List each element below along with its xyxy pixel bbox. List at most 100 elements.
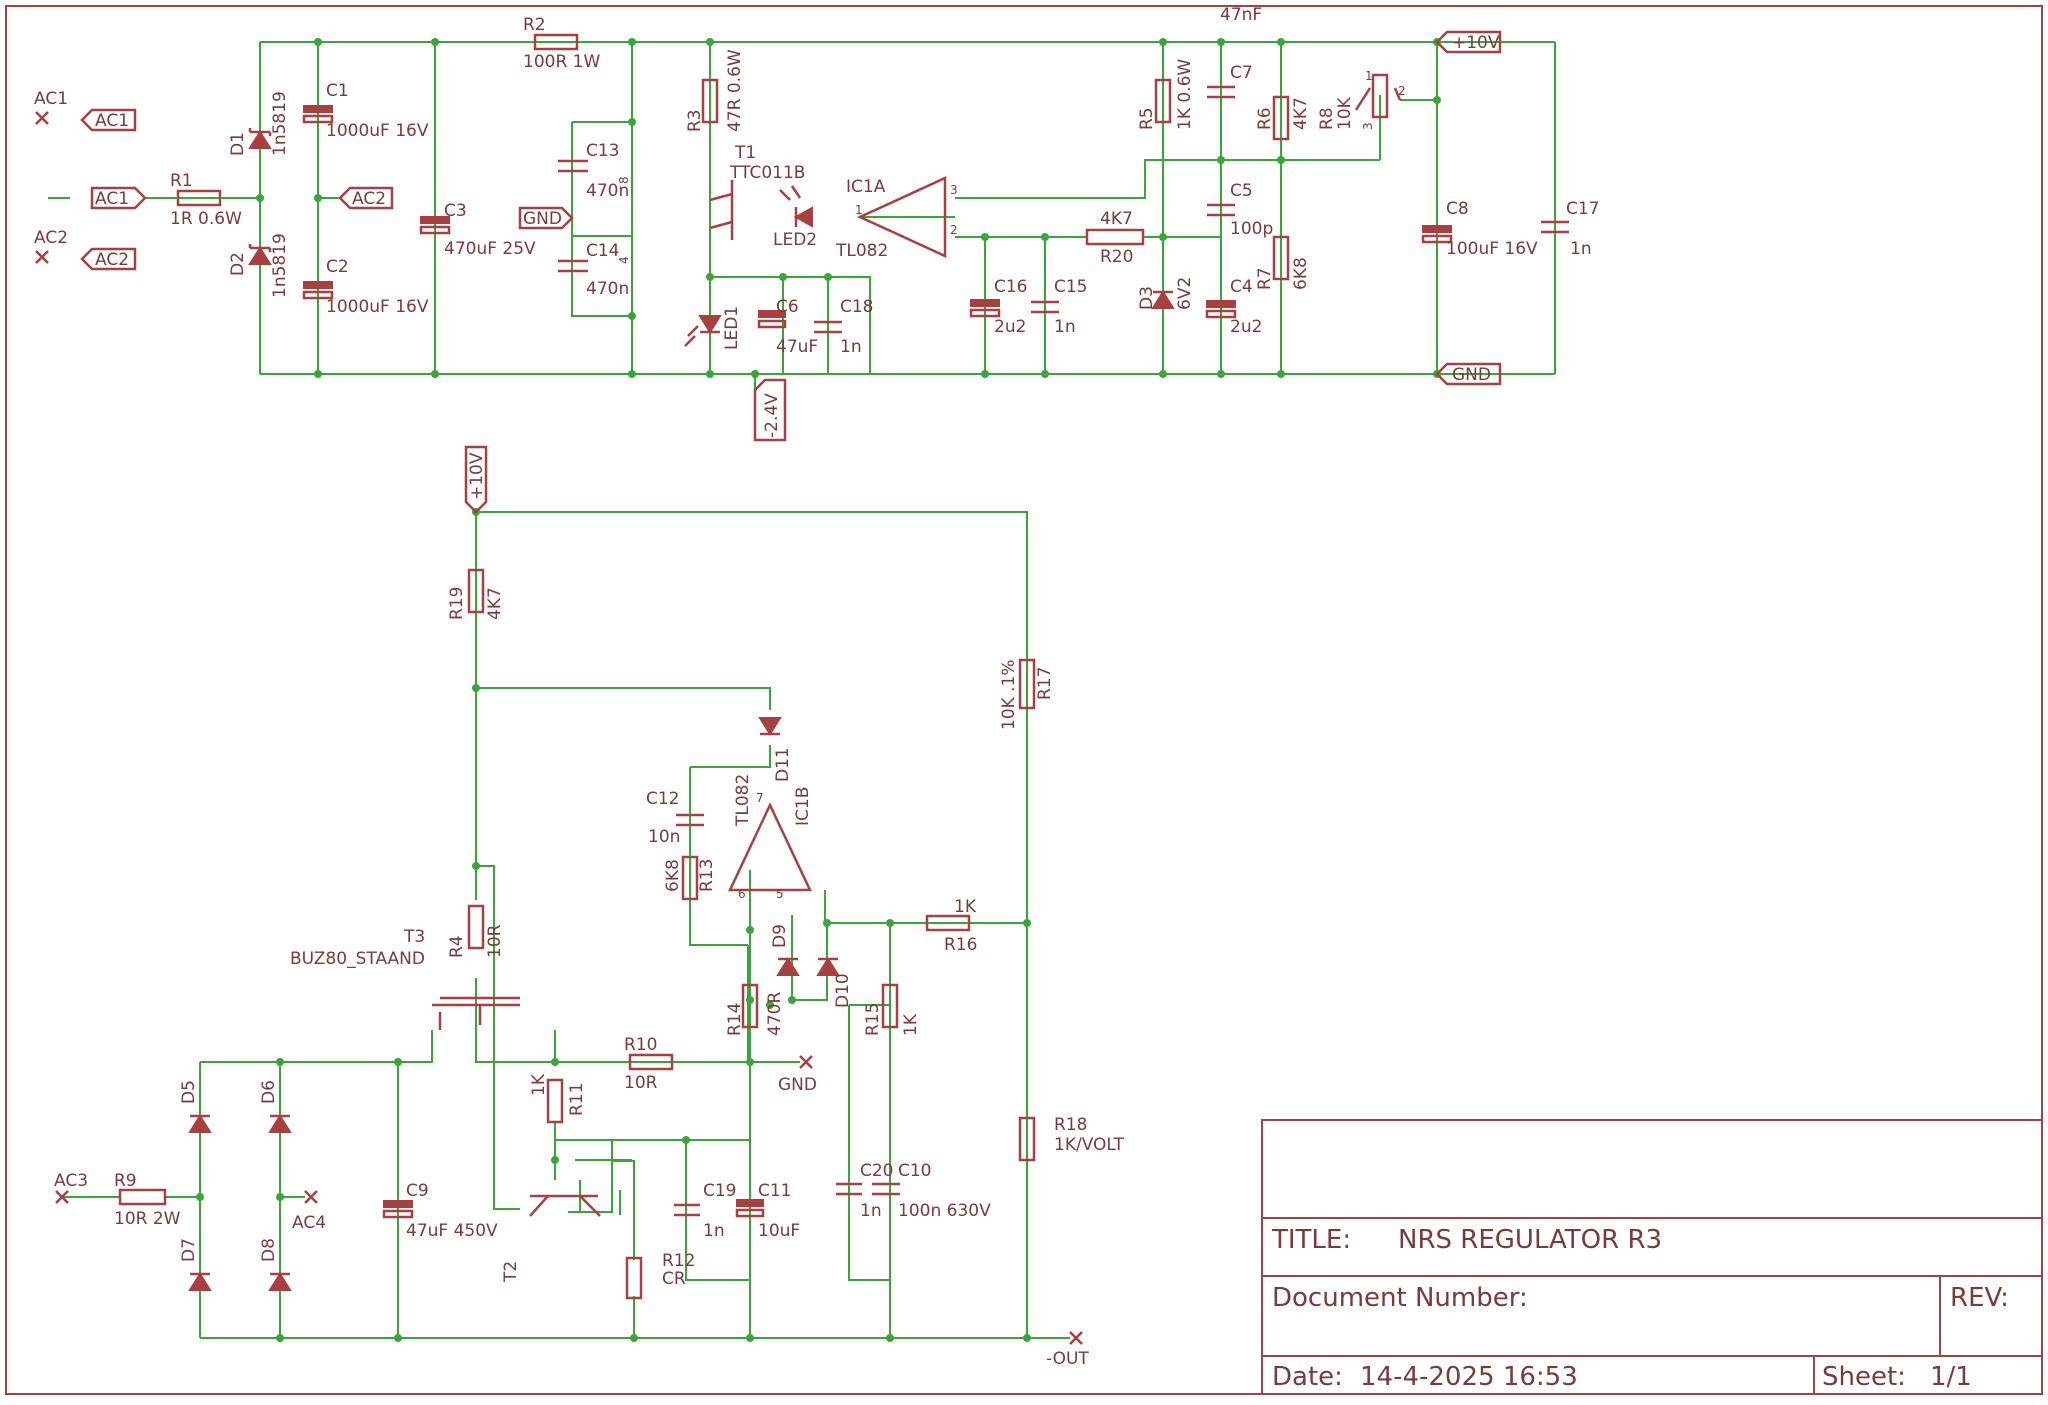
label-parts-c17_val: 1n xyxy=(1570,239,1592,259)
label-parts-r5_val: 1K 0.6W xyxy=(1175,59,1195,130)
label-pins-p6: 6 xyxy=(738,887,746,901)
net-gnd-flag: GND xyxy=(523,209,562,229)
label-parts-r12: R12 xyxy=(662,1251,695,1271)
label-parts-c18: C18 xyxy=(840,297,874,317)
label-parts-d10: D10 xyxy=(833,973,853,1008)
label-pins-p4: 4 xyxy=(617,256,631,264)
label-parts-c10_val: 100n 630V xyxy=(898,1201,991,1221)
label-parts-c3: C3 xyxy=(444,201,467,221)
label-pins-p2: 2 xyxy=(950,223,958,237)
label-pins-p7: 7 xyxy=(756,791,764,805)
diode-D7 xyxy=(188,1272,212,1291)
resistor-R19 xyxy=(467,568,485,614)
potentiometer-R8 xyxy=(1354,73,1402,119)
resistor-R3 xyxy=(701,78,719,124)
led-LED1 xyxy=(684,315,722,347)
resistor-R18 xyxy=(1018,1116,1036,1162)
label-parts-c4_val: 2u2 xyxy=(1230,317,1262,337)
no-connect-markers xyxy=(35,111,1083,1345)
diode-D1 xyxy=(248,128,272,149)
label-parts-c8: C8 xyxy=(1446,199,1469,219)
label-parts-r11: R11 xyxy=(567,1083,587,1116)
label-parts-d3_val: 6V2 xyxy=(1175,277,1195,310)
label-parts-ic1a: IC1A xyxy=(846,177,886,197)
label-parts-d11: D11 xyxy=(773,747,793,782)
label-parts-r1_val: 1R 0.6W xyxy=(170,209,242,229)
label-parts-c4: C4 xyxy=(1230,277,1253,297)
drawing-frame xyxy=(5,5,2043,1395)
label-parts-r13: R13 xyxy=(697,859,717,892)
diode-D8 xyxy=(268,1272,292,1291)
label-parts-r2: R2 xyxy=(523,15,546,35)
resistor-R5 xyxy=(1154,78,1172,124)
label-parts-c11: C11 xyxy=(758,1181,792,1201)
resistor-R12 xyxy=(625,1256,643,1300)
label-parts-r4_val: 10R xyxy=(485,924,505,958)
label-parts-r2_val: 100R 1W xyxy=(523,52,600,72)
junctions xyxy=(196,38,1441,1342)
label-parts-c15_val: 1n xyxy=(1054,317,1076,337)
zener-D3 xyxy=(1151,290,1175,309)
transistor-T1 xyxy=(709,180,734,240)
label-parts-r3_val: 47R 0.6W xyxy=(725,49,745,132)
label-parts-r9_val: 10R 2W xyxy=(114,1209,181,1229)
label-parts-c17: C17 xyxy=(1566,199,1600,219)
label-parts-c18_val: 1n xyxy=(840,337,862,357)
label-parts-r11_val: 1K xyxy=(529,1073,549,1096)
label-pins-p2: 2 xyxy=(1398,84,1406,98)
resistor-R20 xyxy=(1085,228,1145,246)
label-parts-r18: R18 xyxy=(1054,1115,1087,1135)
label-parts-r17_val: 10K .1% xyxy=(999,659,1019,730)
mosfet-T3 xyxy=(432,996,520,1030)
net-labels: AC1 AC1 AC2 AC2 AC1 AC2 GND +10V GND -2.… xyxy=(34,33,1500,1369)
label-parts-d1: D1 xyxy=(228,132,248,156)
capacitor-C18 xyxy=(814,320,842,334)
net-m24v-flag: -2.4V xyxy=(762,393,782,438)
net-gnd-text: GND xyxy=(778,1075,817,1095)
capacitor-C9 xyxy=(382,1200,414,1219)
capacitor-C11 xyxy=(735,1199,765,1218)
capacitor-C4 xyxy=(1205,300,1237,319)
opamp-IC1B xyxy=(728,802,812,892)
diode-D6 xyxy=(268,1114,292,1133)
label-parts-t3: T3 xyxy=(403,927,425,947)
label-parts-c1: C1 xyxy=(326,81,349,101)
label-parts-c11_val: 10uF xyxy=(758,1221,800,1241)
label-pins-p3: 3 xyxy=(1361,122,1375,130)
label-pins-p3: 3 xyxy=(950,183,958,197)
sheet-label: Sheet: xyxy=(1822,1362,1906,1392)
capacitor-C1 xyxy=(302,105,334,124)
label-parts-r14: R14 xyxy=(725,1003,745,1036)
resistor-R14 xyxy=(741,983,759,1029)
label-parts-d2_val: 1n5819 xyxy=(270,233,290,298)
led-LED2 xyxy=(779,185,813,228)
net-ac2-flag: AC2 xyxy=(95,250,129,270)
label-parts-d8: D8 xyxy=(259,1238,279,1262)
label-parts-c19: C19 xyxy=(703,1181,737,1201)
label-parts-c14: C14 xyxy=(586,241,620,261)
label-parts-r18_val: 1K/VOLT xyxy=(1054,1135,1125,1155)
net-gnd-flag-2: GND xyxy=(1452,365,1491,385)
capacitor-C15 xyxy=(1031,300,1059,314)
label-parts-led1: LED1 xyxy=(722,306,742,350)
label-parts-r7_val: 6K8 xyxy=(1291,257,1311,290)
label-parts-r8: R8 xyxy=(1317,107,1337,130)
label-pins-p5: 5 xyxy=(776,887,784,901)
label-parts-r5: R5 xyxy=(1137,107,1157,130)
label-parts-c5_val: 100p xyxy=(1230,219,1273,239)
net-p10v-flag-2: +10V xyxy=(467,452,487,500)
resistor-R11 xyxy=(546,1078,564,1124)
capacitor-C20 xyxy=(836,1182,862,1196)
label-parts-c16: C16 xyxy=(994,277,1028,297)
net-p10v-flag: +10V xyxy=(1452,33,1500,53)
label-parts-c5: C5 xyxy=(1230,181,1253,201)
label-parts-c2: C2 xyxy=(326,257,349,277)
net-ac4-text: AC4 xyxy=(292,1213,326,1233)
net-ac1-flag-2: AC1 xyxy=(95,189,129,209)
label-parts-c1_val: 1000uF 16V xyxy=(326,121,429,141)
label-parts-c7: C7 xyxy=(1230,63,1253,83)
date-text: 14-4-2025 16:53 xyxy=(1360,1362,1578,1392)
resistor-R10 xyxy=(628,1053,674,1071)
capacitor-C13 xyxy=(558,159,588,173)
label-parts-r20: R20 xyxy=(1100,247,1133,267)
